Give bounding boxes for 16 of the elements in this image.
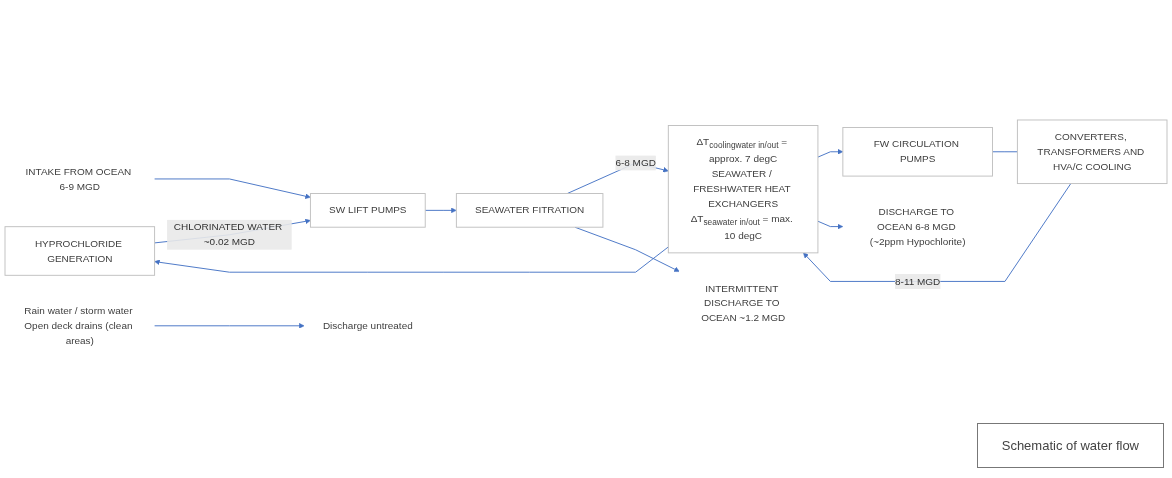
- node-box: HYPROCHLORIDE GENERATION: [4, 226, 156, 276]
- node-text: INTAKE FROM OCEAN 6-9 MGD: [25, 166, 132, 192]
- node-text: Discharge untreated: [322, 320, 413, 331]
- node-box: ΔT$_{coolingwater in/out}$ = approx. 7 degC SEAWATER / FRESHWATER HEAT EXCHANGERS ΔT$_{seawater in/out}$ = max. 10 degC: [667, 125, 819, 254]
- edge-label: CHLORINATED WATER ~0.02 MGD: [173, 221, 283, 248]
- edge-label: 8-11 MGD: [895, 276, 941, 287]
- node-text: DISCHARGE TO OCEAN 6-8 MGD (~2ppm Hypochlorite): [869, 206, 966, 247]
- node-text: INTERMITTENT DISCHARGE TO OCEAN ~1.2 MGD: [701, 282, 786, 324]
- node-box: FW CIRCULATION PUMPS: [842, 127, 993, 177]
- edge-label: 6-8 MGD: [615, 157, 656, 169]
- node-text: Rain water / storm water Open deck drains (clean areas): [24, 305, 133, 346]
- connector: [992, 151, 1018, 153]
- node-box: CONVERTERS, TRANSFORMERS AND HVA/C COOLING: [1016, 119, 1168, 185]
- title-box: Schematic of water flow: [976, 423, 1164, 468]
- node-box: SEAWATER FITRATION: [455, 193, 604, 228]
- node-box: SW LIFT PUMPS: [309, 193, 426, 228]
